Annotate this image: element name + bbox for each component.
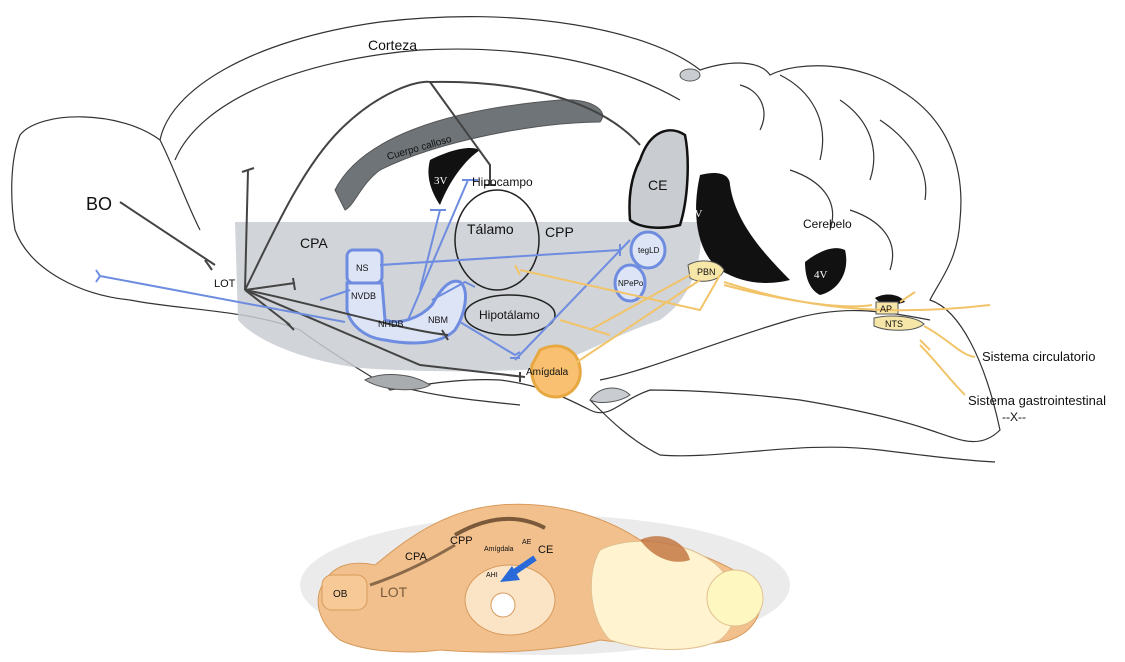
label-cpp: CPP — [545, 224, 574, 240]
label-ns: NS — [356, 263, 369, 273]
label-bo: BO — [86, 194, 112, 214]
label-nhdb: NHDB — [378, 319, 404, 329]
inset-label-amigdala: Amígdala — [484, 546, 514, 553]
label-talamo: Tálamo — [467, 221, 514, 237]
label-corteza: Corteza — [368, 37, 417, 53]
cerebellum-folds — [740, 75, 926, 270]
inset-label-cpp: CPP — [450, 535, 473, 547]
label-pbn: PBN — [697, 267, 716, 277]
inset-brainstem-end — [707, 570, 763, 626]
label-x-nerve: --X-- — [1002, 410, 1026, 424]
label-nbm: NBM — [428, 315, 448, 325]
ventral-gray-lobe — [365, 375, 430, 390]
label-amigdala: Amígdala — [526, 367, 569, 378]
inset-illustration — [300, 504, 790, 655]
label-tegld: tegLD — [638, 246, 660, 255]
inset-thalamus-core — [491, 593, 515, 617]
inset-label-ob: OB — [333, 589, 348, 600]
label-3v: 3V — [434, 175, 448, 187]
inset-label-ahi: AHI — [486, 572, 498, 579]
label-sistema-circulatorio: Sistema circulatorio — [982, 349, 1095, 364]
label-hipotalamo: Hipotálamo — [479, 308, 540, 322]
olfactory-bulb-outline — [160, 140, 200, 230]
pons-outline — [380, 380, 995, 462]
inset-label-ae: AE — [522, 539, 532, 546]
label-ce: CE — [648, 177, 667, 193]
label-cpa: CPA — [300, 235, 328, 251]
label-sistema-gastro: Sistema gastrointestinal — [968, 393, 1106, 408]
label-4v-top: 4V — [689, 208, 703, 220]
inset-label-cpa: CPA — [405, 551, 427, 563]
label-nvdb: NVDB — [351, 291, 376, 301]
inset-label-lot: LOT — [380, 584, 408, 600]
label-nts: NTS — [885, 319, 903, 329]
label-hipocampo: Hipocampo — [472, 175, 533, 189]
ventral-gray-lobe-2 — [590, 388, 630, 402]
label-cerebelo: Cerebelo — [803, 217, 852, 231]
label-4v-bottom: 4V — [814, 269, 828, 281]
label-npepo: NPePo — [618, 279, 644, 288]
inset-label-ce: CE — [538, 544, 553, 556]
label-lot: LOT — [214, 278, 236, 290]
label-ap: AP — [880, 304, 892, 314]
cortex-small-lobe — [680, 69, 700, 81]
